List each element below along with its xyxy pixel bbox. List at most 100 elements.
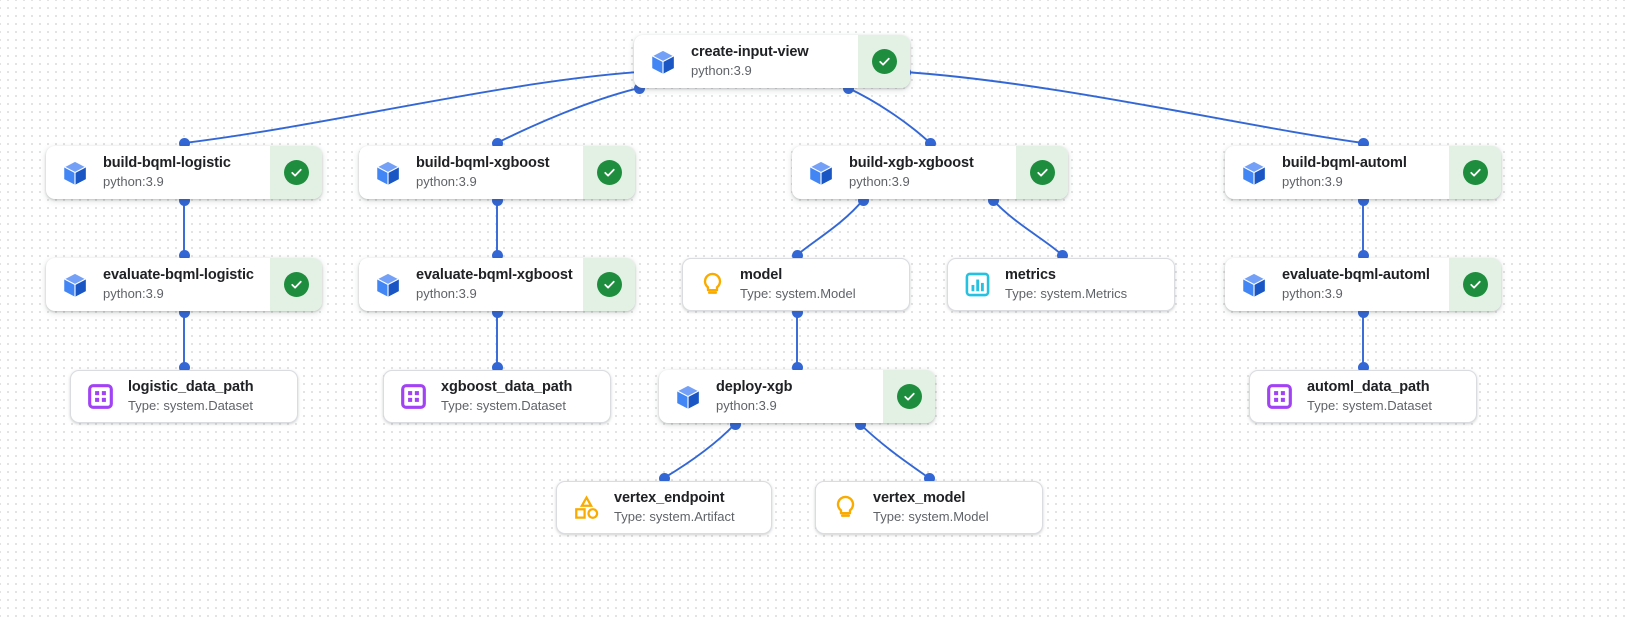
check-icon bbox=[903, 392, 915, 401]
node-status-cell[interactable] bbox=[583, 146, 635, 199]
node-status-cell[interactable] bbox=[858, 35, 910, 88]
connection-port[interactable] bbox=[491, 137, 503, 149]
check-icon bbox=[1469, 168, 1481, 177]
connection-port[interactable] bbox=[491, 194, 503, 206]
connection-port[interactable] bbox=[178, 137, 190, 149]
node-subtitle: Type: system.Model bbox=[740, 286, 856, 301]
connection-port[interactable] bbox=[1357, 194, 1369, 206]
status-check-badge bbox=[283, 160, 309, 185]
status-check-badge bbox=[896, 384, 922, 409]
node-status-cell[interactable] bbox=[583, 258, 635, 311]
connection-port[interactable] bbox=[1056, 249, 1068, 261]
cube-icon bbox=[809, 160, 833, 185]
node-status-cell[interactable] bbox=[270, 258, 322, 311]
connection-port[interactable] bbox=[924, 137, 936, 149]
node-subtitle: Type: system.Dataset bbox=[128, 398, 253, 413]
connection-port[interactable] bbox=[842, 82, 854, 94]
connection-port[interactable] bbox=[658, 472, 670, 484]
connection-port[interactable] bbox=[178, 361, 190, 373]
model-bulb-icon bbox=[836, 495, 854, 517]
node-build-xgb-xgboost[interactable]: build-xgb-xgboost python:3.9 bbox=[792, 146, 1068, 199]
connection-port[interactable] bbox=[854, 418, 866, 430]
node-subtitle: python:3.9 bbox=[849, 174, 910, 189]
node-subtitle: Type: system.Artifact bbox=[614, 509, 735, 524]
node-text: build-xgb-xgboost python:3.9 bbox=[849, 155, 974, 190]
node-title: build-bqml-automl bbox=[1282, 155, 1407, 171]
connection-port[interactable] bbox=[491, 249, 503, 261]
dataset-grid-icon bbox=[85, 382, 115, 412]
node-subtitle: python:3.9 bbox=[416, 174, 477, 189]
connection-port[interactable] bbox=[1357, 249, 1369, 261]
connection-port[interactable] bbox=[178, 306, 190, 318]
node-status-cell[interactable] bbox=[270, 146, 322, 199]
node-title: build-xgb-xgboost bbox=[849, 155, 974, 171]
connection-port[interactable] bbox=[1357, 306, 1369, 318]
artifact-shapes-icon bbox=[574, 495, 598, 519]
node-status-cell[interactable] bbox=[883, 370, 935, 423]
connection-port[interactable] bbox=[791, 249, 803, 261]
dataset-grid-icon bbox=[1264, 382, 1294, 412]
cube-icon bbox=[1239, 158, 1269, 188]
connection-port[interactable] bbox=[729, 418, 741, 430]
connection-port[interactable] bbox=[491, 306, 503, 318]
connection-port[interactable] bbox=[633, 82, 645, 94]
status-check-badge bbox=[1462, 160, 1488, 185]
node-status-cell[interactable] bbox=[1449, 258, 1501, 311]
node-title: automl_data_path bbox=[1307, 379, 1430, 395]
connection-port[interactable] bbox=[987, 194, 999, 206]
cube-icon bbox=[373, 270, 403, 300]
cube-icon bbox=[63, 272, 87, 297]
connection-port[interactable] bbox=[491, 361, 503, 373]
edge-create-input-view-to-build-xgb-xgboost bbox=[847, 87, 931, 144]
cube-icon bbox=[60, 158, 90, 188]
connection-port[interactable] bbox=[791, 306, 803, 318]
connection-port[interactable] bbox=[791, 361, 803, 373]
node-build-bqml-automl[interactable]: build-bqml-automl python:3.9 bbox=[1225, 146, 1501, 199]
cube-icon bbox=[63, 160, 87, 185]
status-check-badge bbox=[283, 272, 309, 297]
cube-icon bbox=[373, 158, 403, 188]
node-text: build-bqml-automl python:3.9 bbox=[1282, 155, 1407, 190]
node-title: xgboost_data_path bbox=[441, 379, 573, 395]
connection-port[interactable] bbox=[1357, 137, 1369, 149]
connection-port[interactable] bbox=[923, 472, 935, 484]
node-status-cell[interactable] bbox=[1449, 146, 1501, 199]
node-status-cell[interactable] bbox=[1016, 146, 1068, 199]
connection-port[interactable] bbox=[1357, 361, 1369, 373]
connection-port[interactable] bbox=[178, 194, 190, 206]
dataset-grid-icon bbox=[87, 384, 113, 409]
check-icon bbox=[290, 168, 302, 177]
node-subtitle: python:3.9 bbox=[691, 63, 752, 78]
connection-port[interactable] bbox=[857, 194, 869, 206]
connection-port[interactable] bbox=[178, 249, 190, 261]
node-subtitle: python:3.9 bbox=[1282, 174, 1343, 189]
